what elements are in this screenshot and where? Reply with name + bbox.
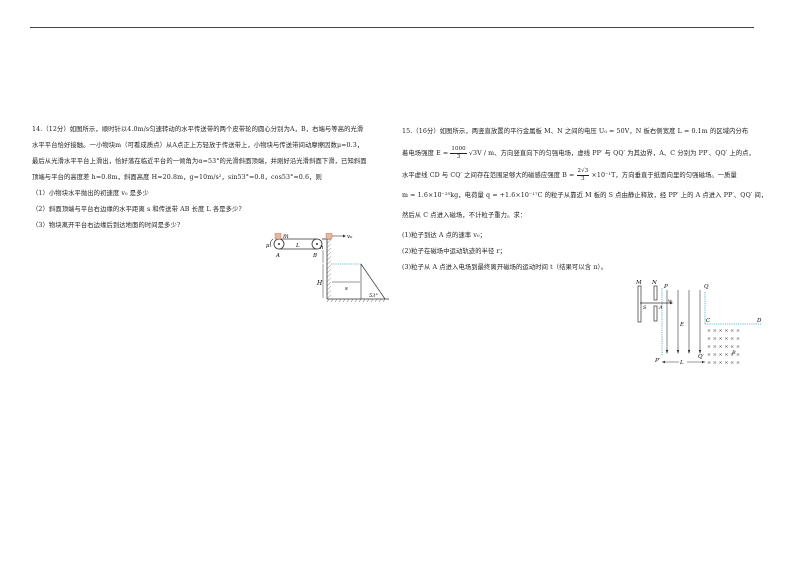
label-mu: μ [266, 243, 270, 249]
q14-subquestion-1: （1）小物块水平抛出的初速度 v₀ 是多少 [32, 190, 149, 197]
label-C: C [706, 318, 711, 324]
label-A: A [658, 305, 663, 311]
q15-subquestion-2: (2)粒子在磁场中运动轨迹的半径 r； [402, 248, 506, 255]
q14-subquestion-2: （2）斜面顶端与平台右边缘的水平距离 s 和传送带 AB 长度 L 各是多少? [32, 206, 242, 213]
label-h: h [320, 245, 324, 251]
label-B: B [312, 253, 317, 259]
label-m: m [283, 233, 289, 240]
question-14: 14.（12分）如图所示，顺时针以4.0m/s匀速转动的水平传送带的两个皮带轮的… [32, 122, 392, 234]
q14-line-4: 顶端与平台的高度差 h=0.8m，斜面高度 H=20.8m，g=10m/s²，s… [32, 174, 322, 181]
label-v0: v₀ [347, 234, 353, 240]
label-P-prime: P′ [654, 358, 661, 364]
label-D: D [756, 318, 762, 324]
svg-text:× × × × × ×: × × × × × × [707, 336, 740, 342]
q14-figure-conveyor-slope: m μ A L B v₀ h H s 53° [266, 233, 389, 303]
header-rule [30, 27, 754, 28]
q15-line-4: m = 1.6×10⁻²⁵kg，电荷量 q = +1.6×10⁻¹⁷C 的粒子从… [402, 192, 768, 199]
q15-subquestion-3: (3)粒子从 A 点进入电场到最终离开磁场的运动时间 t（结果可以含 π）。 [402, 264, 608, 271]
label-H: H [316, 280, 323, 287]
label-N: N [651, 280, 657, 286]
svg-text:× × × × × ×: × × × × × × [707, 360, 740, 366]
label-angle-53: 53° [369, 293, 378, 299]
block-edge [325, 233, 333, 240]
q15-line-1: 15.（16分）如图所示，两竖直放置的平行金属板 M、N 之间的电压 U₀ = … [402, 128, 749, 135]
label-B: B [731, 350, 736, 356]
question-15: 15.（16分）如图所示，两竖直放置的平行金属板 M、N 之间的电压 U₀ = … [402, 124, 782, 276]
label-A: A [275, 253, 280, 259]
q14-subquestion-3: （3）物块离开平台右边缘后到达地面的时间是多少? [32, 222, 181, 229]
label-Q: Q [704, 284, 709, 290]
label-E: E [679, 322, 684, 328]
q14-line-2: 水平平台恰好接触。一小物块m（可看成质点）从A点正上方轻放于传送带上，小物块与传… [32, 142, 364, 149]
label-S: S [643, 305, 647, 311]
block-m [274, 233, 282, 240]
svg-text:× × × × × ×: × × × × × × [707, 328, 740, 334]
q14-line-1: 14.（12分）如图所示，顺时针以4.0m/s匀速转动的水平传送带的两个皮带轮的… [32, 126, 364, 133]
q15-subquestion-1: (1)粒子到达 A 点的速率 v₀； [402, 232, 487, 239]
label-P: P [663, 284, 668, 290]
label-v0: v₀ [668, 299, 673, 304]
svg-text:× × × × × ×: × × × × × × [707, 352, 740, 358]
label-M: M [635, 280, 642, 286]
label-s: s [345, 286, 348, 292]
q15-line-5: 然后从 C 点进入磁场，不计粒子重力。求： [402, 212, 527, 219]
label-Q-prime: Q′ [698, 354, 705, 360]
label-L: L [679, 360, 684, 366]
magnetic-field-crosses: × × × × × × × × × × × × × × × × × × × × … [707, 328, 740, 366]
svg-text:× × × × × ×: × × × × × × [707, 344, 740, 350]
q15-figure-field-diagram: M N S A v₀ P P′ E Q Q′ C D × × × × × × ×… [635, 280, 762, 366]
label-L: L [295, 243, 300, 249]
q14-line-3: 最后从光滑水平平台上滑出，恰好落在临近平台的一倾角为α=53°的光滑斜面顶端，并… [32, 158, 367, 165]
